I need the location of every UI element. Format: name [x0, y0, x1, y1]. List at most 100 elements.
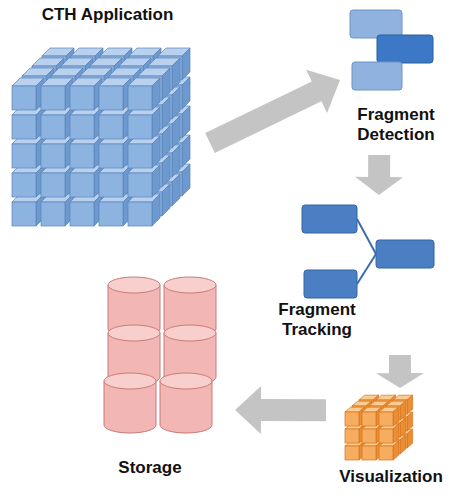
cube-side [172, 174, 180, 206]
cube-front [128, 86, 152, 110]
cube-front [12, 144, 36, 168]
cube-front [379, 429, 393, 443]
cube-front [362, 412, 376, 426]
cube-front [100, 172, 124, 196]
stage-label: Visualization [326, 467, 456, 487]
cube-front [70, 86, 94, 110]
visualization-stage: Visualization [326, 388, 456, 494]
cube-front [100, 143, 124, 167]
cylinder-top [160, 373, 212, 389]
cube-front [129, 114, 153, 138]
cube-side [407, 412, 413, 431]
cube-front [362, 429, 376, 443]
storage-cylinders [104, 277, 216, 433]
cube-front [42, 143, 66, 167]
fragment-tracking-stage: Fragment Tracking [262, 195, 440, 355]
cube-front [70, 202, 94, 226]
cube-front [379, 446, 393, 460]
cube-front [99, 144, 123, 168]
stage-label: Fragment Detection [340, 105, 452, 145]
cube-front [99, 86, 123, 110]
cube-side [162, 184, 170, 216]
cube-front [70, 115, 94, 139]
cube-front [41, 202, 65, 226]
cube-front [71, 114, 95, 138]
cube-side [172, 145, 180, 177]
cylinder-top [104, 373, 156, 389]
cube-front [99, 173, 123, 197]
cube-front [129, 172, 153, 196]
cube-front [129, 85, 153, 109]
cylinder-top [108, 325, 160, 341]
cube-side [152, 136, 160, 168]
cube-front [41, 86, 65, 110]
flow-arrow [355, 155, 403, 195]
cube-front [71, 85, 95, 109]
cube-front [71, 143, 95, 167]
fragment-tracking-icon [302, 205, 434, 298]
cube-side [407, 395, 413, 414]
cube-front [128, 144, 152, 168]
fragment-detection-stage: Fragment Detection [340, 5, 452, 155]
cube-front [345, 412, 359, 426]
cube-side [162, 97, 170, 129]
stage-label: Storage [100, 458, 200, 478]
cube-side [182, 106, 190, 138]
flow-arrow [205, 70, 340, 153]
cube-front [379, 412, 393, 426]
visualization-cubes [345, 395, 413, 460]
cube-front [128, 202, 152, 226]
cube-side [407, 429, 413, 448]
cube-side [172, 87, 180, 119]
cube-side [400, 401, 406, 420]
cube-front [12, 173, 36, 197]
cube-side [182, 135, 190, 167]
cube-front [99, 115, 123, 139]
cube-front [128, 115, 152, 139]
cube-side [152, 78, 160, 110]
cube-front [345, 429, 359, 443]
cube-side [162, 126, 170, 158]
cube-side [393, 407, 399, 426]
cube-front [42, 172, 66, 196]
cube-front [100, 85, 124, 109]
cube-side [393, 441, 399, 460]
cube-front [99, 202, 123, 226]
cube-side [152, 165, 160, 197]
stage-label: Fragment Tracking [262, 300, 372, 340]
stage-label: CTH Application [5, 5, 210, 25]
cube-side [152, 107, 160, 139]
cth-application: CTH Application [5, 2, 210, 237]
cube-side [400, 418, 406, 437]
cube-side [162, 155, 170, 187]
cube-side [182, 48, 190, 80]
cylinder-top [164, 325, 216, 341]
cube-side [172, 58, 180, 90]
cube-front [12, 86, 36, 110]
cube-front [71, 172, 95, 196]
cube-front [12, 115, 36, 139]
cube-front [41, 173, 65, 197]
cube-front [129, 143, 153, 167]
cube-side [172, 116, 180, 148]
cube-side [182, 77, 190, 109]
cube-front [70, 144, 94, 168]
cylinder-top [108, 277, 160, 293]
flow-arrow [376, 355, 424, 388]
fragment-detection-icon [350, 10, 433, 90]
cube-front [128, 173, 152, 197]
cube-side [152, 194, 160, 226]
storage-stage: Storage [100, 270, 235, 485]
flow-arrow [235, 386, 326, 434]
cylinder-top [164, 277, 216, 293]
cube-front [42, 114, 66, 138]
cube-front [12, 202, 36, 226]
cube-front [70, 173, 94, 197]
cube-side [393, 424, 399, 443]
cube-front [345, 446, 359, 460]
cube-side [162, 68, 170, 100]
data-cube [12, 48, 190, 226]
cube-side [182, 164, 190, 196]
